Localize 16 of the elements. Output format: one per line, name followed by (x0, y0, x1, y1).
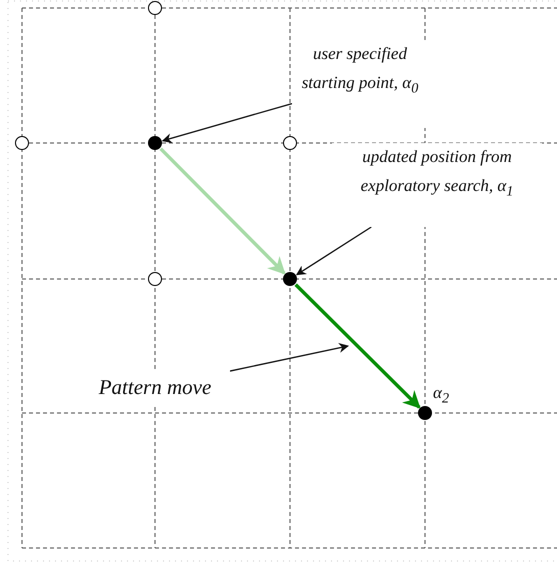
move-arrow (159, 147, 286, 275)
probe-point-marker (148, 272, 162, 286)
leader-arrow (162, 102, 292, 144)
leader-arrow (296, 226, 372, 276)
point-marker (283, 272, 297, 286)
point-marker (148, 136, 162, 150)
probe-point-marker (283, 136, 297, 150)
annotation-text: user specified starting point, α$_{0}$ (300, 43, 420, 98)
annotation-text: Pattern move (98, 374, 212, 401)
probe-point-marker (15, 136, 29, 150)
leader-arrow (230, 342, 349, 372)
probe-point-marker (148, 1, 162, 15)
move-arrow (294, 283, 421, 409)
point-label: α$_{2}$ (433, 383, 450, 408)
annotation-text: updated position from exploratory search, α$_{1}$ (360, 146, 514, 202)
point-marker (418, 406, 432, 420)
